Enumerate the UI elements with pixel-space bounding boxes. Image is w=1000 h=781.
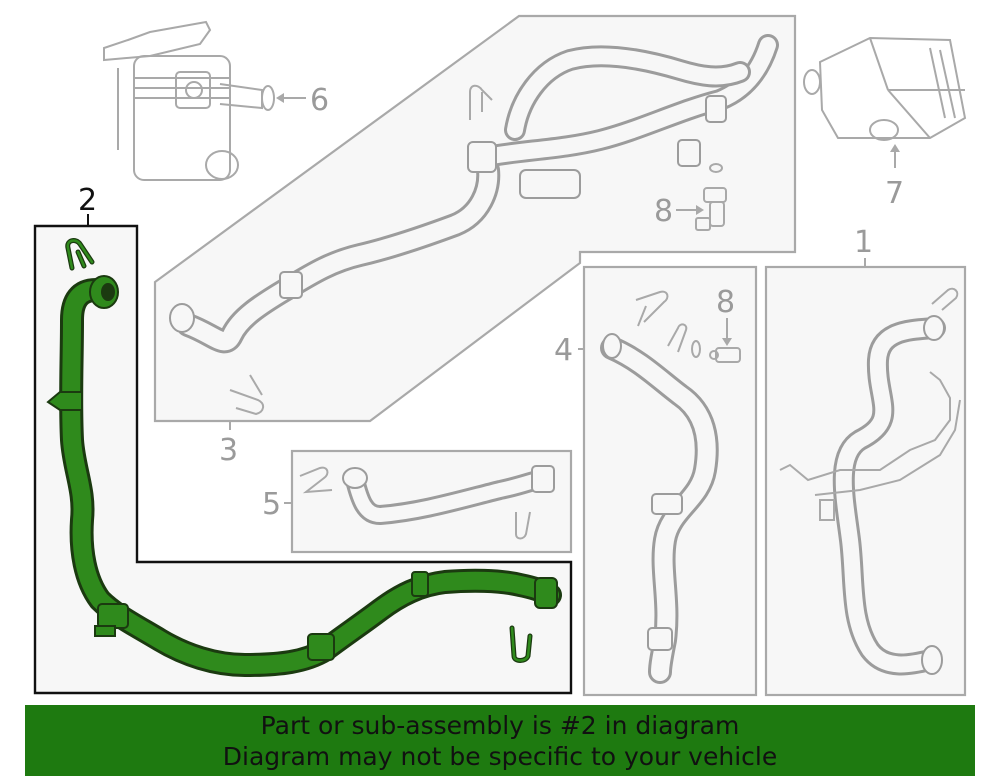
part-3-hose-assembly[interactable] (169, 34, 779, 354)
clip-icon (469, 84, 493, 120)
part-1-hose-assembly[interactable] (779, 315, 961, 676)
callout-4: 4 (554, 333, 573, 368)
sensor-icon (695, 163, 727, 231)
callout-8b: 8 (716, 285, 735, 320)
part-5-hose[interactable] (342, 465, 555, 525)
clip-icon (299, 466, 333, 494)
callout-1: 1 (854, 225, 873, 260)
clip-icon (667, 323, 688, 353)
arrow-icon (890, 144, 900, 152)
clip-icon (515, 511, 531, 540)
clip-icon (635, 290, 669, 327)
arrow-icon (696, 205, 704, 215)
callout-7: 7 (885, 176, 904, 211)
o-ring-icon (691, 340, 701, 358)
callout-8a: 8 (654, 194, 673, 229)
part-4-hose[interactable] (600, 333, 719, 684)
clip-icon (931, 287, 959, 311)
arrow-icon (722, 338, 732, 346)
part-2-hose-assembly[interactable] (46, 275, 562, 677)
callout-5: 5 (262, 487, 281, 522)
part-7-cooler[interactable] (803, 36, 967, 141)
part-6-oil-cooler[interactable] (103, 20, 275, 181)
arrow-icon (276, 93, 284, 103)
banner-line-1: Part or sub-assembly is #2 in diagram (260, 711, 740, 740)
banner-line-2: Diagram may not be specific to your vehi… (222, 742, 778, 771)
info-banner: Part or sub-assembly is #2 in diagram Di… (25, 705, 975, 776)
clip-icon (66, 239, 94, 270)
callout-2: 2 (78, 183, 97, 218)
clip-icon (229, 374, 264, 416)
callout-6: 6 (310, 83, 329, 118)
sensor-icon (709, 347, 741, 363)
callout-3: 3 (219, 433, 238, 468)
clip-icon (510, 626, 532, 662)
